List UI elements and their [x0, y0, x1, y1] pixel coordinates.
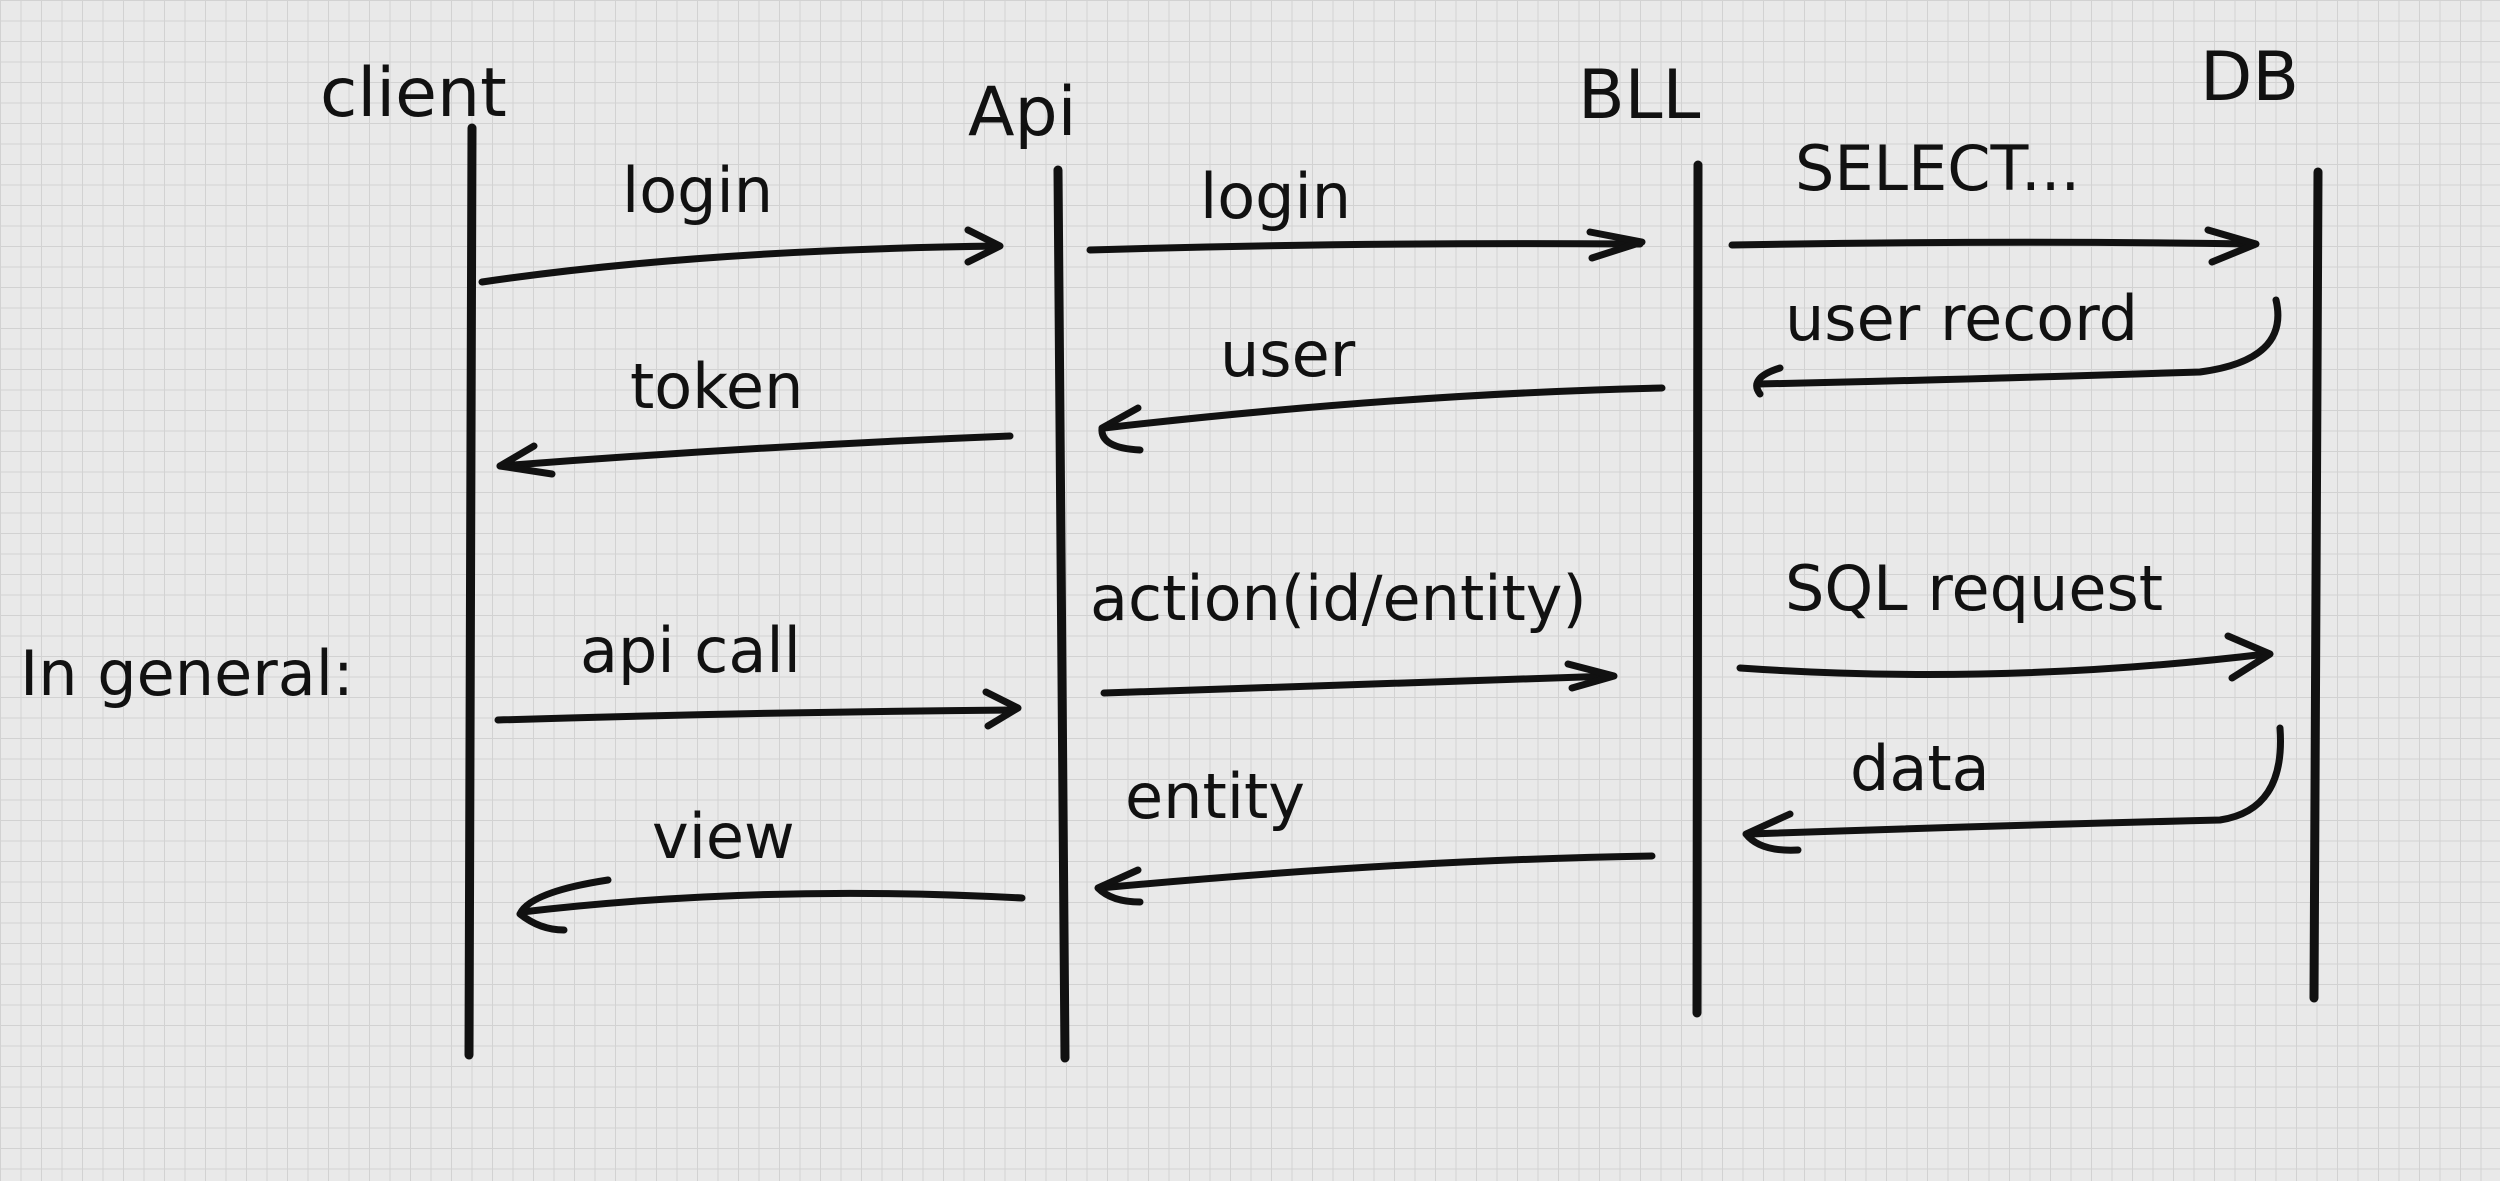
lane-title-client: client [320, 54, 507, 133]
arrowhead-bll-sql-request [2224, 632, 2274, 682]
lifeline-bll [1692, 160, 1703, 1018]
label-client-api-call: api call [580, 614, 801, 687]
label-client-login: login [622, 154, 773, 227]
lifeline-db [2309, 167, 2323, 1003]
arrow-api-action [1100, 672, 1616, 697]
arrowhead-client-token [496, 442, 556, 478]
section-label: In general: [20, 637, 354, 710]
lane-title-db: DB [2200, 38, 2299, 117]
label-bll-select: SELECT... [1795, 132, 2080, 205]
arrowhead-bll-data [1742, 810, 1802, 854]
arrow-bll-sql-request [1736, 650, 2270, 678]
arrowhead-api-entity [1094, 866, 1144, 906]
lane-title-bll: BLL [1578, 56, 1701, 135]
label-api-action: action(id/entity) [1090, 562, 1587, 635]
arrowhead-api-user [1098, 404, 1144, 454]
arrow-client-view [518, 889, 1026, 916]
arrow-bll-data [1746, 724, 2284, 838]
label-bll-data: data [1850, 732, 1990, 805]
arrow-api-login [1086, 240, 1644, 254]
arrow-bll-user-record [1754, 296, 2282, 388]
lifeline-client [464, 123, 477, 1060]
arrowhead-bll-select [2204, 226, 2260, 266]
arrow-client-token [496, 432, 1014, 470]
label-api-entity: entity [1125, 760, 1305, 833]
arrowhead-client-api-call [982, 688, 1022, 730]
label-client-token: token [630, 350, 803, 423]
label-bll-user-record: user record [1785, 282, 2138, 355]
arrowhead-client-view [516, 876, 612, 934]
lane-title-api: Api [968, 73, 1077, 152]
label-api-user: user [1220, 318, 1356, 391]
arrow-api-user [1100, 384, 1666, 432]
label-client-view: view [652, 800, 795, 873]
lifeline-api [1053, 165, 1070, 1063]
arrow-bll-select [1728, 238, 2256, 249]
arrow-client-login [478, 242, 1002, 286]
arrow-client-api-call [494, 706, 1018, 724]
arrow-api-entity [1096, 852, 1656, 892]
arrowhead-client-login [964, 226, 1004, 266]
label-bll-sql-request: SQL request [1785, 552, 2163, 625]
arrowhead-api-login [1586, 228, 1646, 262]
arrowhead-api-action [1564, 660, 1618, 692]
label-api-login: login [1200, 160, 1351, 233]
arrowhead-bll-user-record [1753, 364, 1784, 398]
